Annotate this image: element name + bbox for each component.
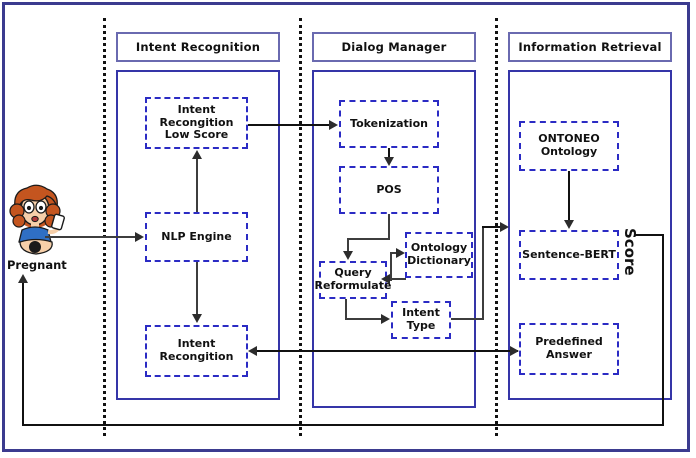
node-pos[interactable]: POS [339, 166, 439, 214]
node-line: Reformulate [314, 279, 392, 292]
arrowhead-right [329, 120, 338, 130]
panel-header-label: Intent Recognition [135, 40, 261, 54]
edge-intenttype-up [482, 226, 484, 320]
edge-query-to-intenttype-right [345, 318, 383, 320]
edge-pos-down [388, 214, 390, 240]
edge-score-feedback-right [662, 234, 664, 426]
edge-score-feedback-left [22, 283, 24, 426]
panel-header-information-retrieval: Information Retrieval [508, 32, 672, 62]
arrowhead-left [381, 274, 390, 284]
arrowhead-left [248, 346, 257, 356]
edge-query-to-ontology-up [390, 252, 392, 280]
node-tokenization[interactable]: Tokenization [339, 100, 439, 148]
node-line: Recongition [159, 350, 234, 363]
arrowhead-down [192, 314, 202, 323]
node-line: Low Score [164, 128, 229, 142]
arrowhead-down [384, 157, 394, 166]
node-line: Ontology [410, 241, 468, 255]
node-ontology-dictionary[interactable]: Ontology Dictionary [405, 232, 473, 278]
node-ontoneo-ontology[interactable]: ONTONEO Ontology [519, 121, 619, 171]
edge-intent-recognition-to-low-score [196, 159, 198, 212]
panel-header-dialog-manager: Dialog Manager [312, 32, 476, 62]
arrowhead-right [510, 346, 519, 356]
arrowhead-up [192, 150, 202, 159]
edge-actor-to-nlp-engine [45, 236, 136, 238]
arrowhead-right [396, 248, 405, 258]
actor-label: Pregnant [7, 258, 67, 272]
node-line: NLP Engine [161, 229, 232, 243]
arrowhead-right [500, 222, 509, 232]
edge-low-score-to-tokenization [248, 124, 330, 126]
node-line: Intent [177, 102, 216, 116]
edge-into-query-reformulate [347, 238, 349, 252]
edge-query-to-ontology-right [390, 252, 398, 254]
edge-intenttype-right [451, 318, 484, 320]
node-line: Query [334, 266, 372, 280]
node-predefined-answer[interactable]: Predefined Answer [519, 323, 619, 375]
node-intent-recognition[interactable]: Intent Recongition [145, 325, 248, 377]
node-line: Tokenization [350, 116, 428, 130]
node-intent-recognition-low-score[interactable]: Intent Recongition Low Score [145, 97, 248, 149]
arrowhead-up [18, 274, 28, 283]
node-line: Intent [402, 306, 440, 320]
node-sentence-bert[interactable]: Sentence-BERT [519, 230, 619, 280]
node-line: Ontology [540, 145, 598, 158]
edge-into-information-retrieval [482, 226, 503, 228]
panel-header-label: Dialog Manager [341, 40, 447, 54]
arrowhead-down [564, 220, 574, 229]
edge-nlp-to-intent-recognition [196, 262, 198, 314]
node-line: Recongition [159, 115, 234, 129]
edge-score-feedback-bottom [22, 424, 664, 426]
node-nlp-engine[interactable]: NLP Engine [145, 212, 248, 262]
node-line: POS [376, 182, 402, 196]
node-line: Type [406, 319, 436, 332]
node-line: Sentence-BERT [522, 247, 616, 261]
separator-left [103, 18, 106, 436]
arrowhead-down [343, 251, 353, 260]
edge-query-stub [388, 279, 392, 281]
node-intent-type[interactable]: Intent Type [391, 301, 451, 339]
edge-score-feedback-top [634, 234, 664, 236]
node-line: Answer [546, 348, 592, 361]
edge-predefined-answer-to-intent-recognition [256, 350, 518, 352]
node-line: Dictionary [407, 254, 471, 267]
panel-header-label: Information Retrieval [518, 40, 662, 54]
edge-tokenization-to-pos [388, 148, 390, 158]
panel-header-intent-recognition: Intent Recognition [116, 32, 280, 62]
arrowhead-right [381, 314, 390, 324]
node-line: ONTONEO [538, 132, 600, 146]
edge-query-to-intenttype-down [345, 299, 347, 320]
edge-pos-left [347, 238, 390, 240]
separator-middle [299, 18, 302, 436]
pregnant-woman-avatar-icon [9, 184, 65, 255]
edge-ontology-to-query [390, 278, 406, 280]
edge-ontoneo-to-sentence-bert [568, 171, 570, 221]
node-line: Intent [177, 337, 216, 351]
node-line: Predefined [535, 335, 603, 349]
node-query-reformulate[interactable]: Query Reformulate [315, 261, 391, 299]
arrowhead-right [135, 232, 144, 242]
